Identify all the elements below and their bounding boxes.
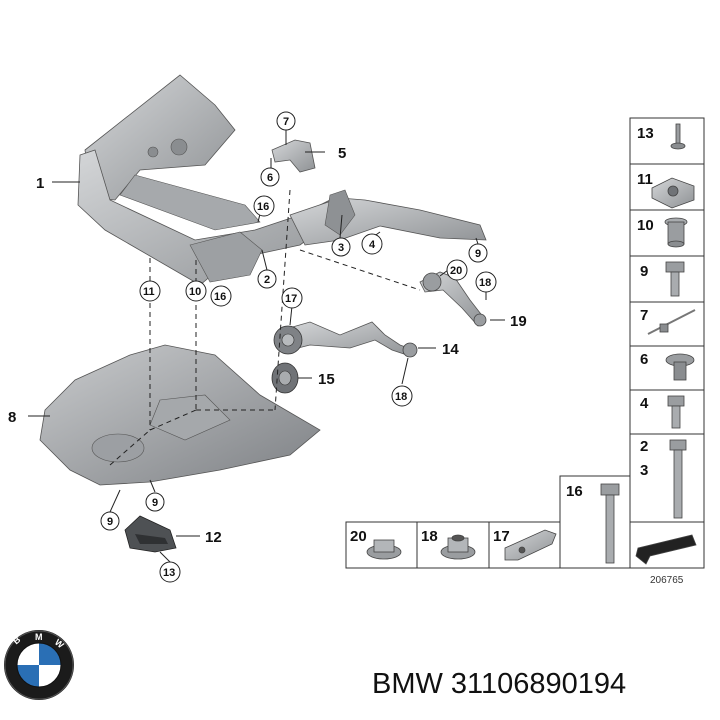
panel-label-11: 11	[637, 171, 653, 188]
callout-16-bottom: 16	[214, 291, 226, 303]
panel-label-6: 6	[640, 351, 648, 368]
callout-2: 2	[264, 274, 270, 286]
callout-16-top: 16	[257, 201, 269, 213]
svg-text:M: M	[35, 632, 43, 642]
panel-label-10: 10	[637, 217, 654, 234]
callout-5: 5	[338, 145, 346, 162]
panel-label-2: 2	[640, 438, 648, 455]
callout-10: 10	[189, 286, 201, 298]
callout-18-top: 18	[479, 277, 491, 289]
panel-label-4: 4	[640, 395, 649, 412]
underbody-shield-part-8	[39, 344, 321, 486]
panel-label-9: 9	[640, 263, 648, 280]
callout-3: 3	[338, 242, 344, 254]
callout-9-bottom: 9	[107, 516, 113, 528]
panel-label-7: 7	[640, 307, 648, 324]
bracket-part-5	[271, 139, 316, 173]
callout-6: 6	[267, 172, 273, 184]
callout-8: 8	[8, 409, 16, 426]
callout-19: 19	[510, 313, 527, 330]
bushing-part-15	[271, 362, 299, 394]
callout-17: 17	[285, 293, 297, 305]
bmw-roundel-icon: B M W	[4, 630, 74, 700]
callout-9-top: 9	[475, 248, 481, 260]
callout-11: 11	[143, 286, 155, 298]
callout-1: 1	[36, 175, 44, 192]
panel-label-13: 13	[637, 125, 654, 142]
panel-label-16: 16	[566, 483, 583, 500]
callout-14: 14	[442, 341, 459, 358]
wishbone-part-19	[419, 271, 487, 327]
diagram-reference-number: 206765	[650, 575, 684, 586]
control-arm-part-14	[273, 321, 418, 358]
panel-label-18: 18	[421, 528, 438, 545]
callout-18-bottom: 18	[395, 391, 407, 403]
panel-pictograms	[366, 123, 697, 565]
callout-13: 13	[163, 567, 175, 579]
part-number-caption: BMW 31106890194	[372, 668, 627, 700]
panel-label-3: 3	[640, 462, 648, 479]
rubber-mount-part-12	[124, 515, 177, 553]
front-subframe	[77, 74, 487, 286]
callout-12: 12	[205, 529, 222, 546]
callout-20: 20	[450, 265, 462, 277]
callout-9-mid: 9	[152, 497, 158, 509]
panel-label-20: 20	[350, 528, 367, 545]
circled-callouts	[100, 111, 497, 583]
callout-15: 15	[318, 371, 335, 388]
callout-7: 7	[283, 116, 289, 128]
svg-text:B: B	[11, 634, 23, 646]
panel-label-17: 17	[493, 528, 510, 545]
callout-4: 4	[369, 239, 376, 251]
